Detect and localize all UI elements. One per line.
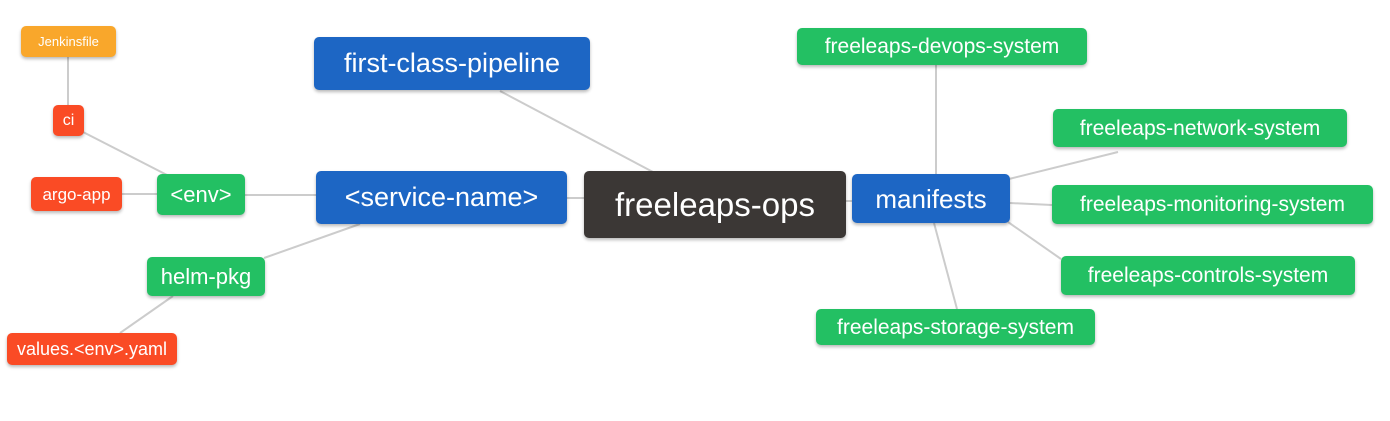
node-freeleaps-devops-system[interactable]: freeleaps-devops-system [797,28,1087,65]
edge-service-name-helm-pkg [263,223,361,259]
edge-manifests-network-system [1008,151,1119,180]
node-manifests[interactable]: manifests [852,174,1010,223]
node-argo-app[interactable]: argo-app [31,177,122,211]
node-jenkinsfile[interactable]: Jenkinsfile [21,26,116,57]
edge-manifests-monitoring-system [1009,202,1053,206]
edge-manifests-storage-system [933,222,958,310]
node-service-name[interactable]: <service-name> [316,171,567,224]
node-freeleaps-network-system[interactable]: freeleaps-network-system [1053,109,1347,147]
node-first-class-pipeline[interactable]: first-class-pipeline [314,37,590,90]
edge-first-class-pipeline-freeleaps-ops [499,90,654,173]
node-values-env-yaml[interactable]: values.<env>.yaml [7,333,177,365]
node-freeleaps-storage-system[interactable]: freeleaps-storage-system [816,309,1095,345]
edge-manifests-controls-system [1007,221,1062,260]
edge-helm-pkg-values-yaml [119,295,174,334]
node-env[interactable]: <env> [157,174,245,215]
node-ci[interactable]: ci [53,105,84,136]
node-helm-pkg[interactable]: helm-pkg [147,257,265,296]
node-freeleaps-controls-system[interactable]: freeleaps-controls-system [1061,256,1355,295]
edge-ci-env [82,131,168,176]
node-freeleaps-ops[interactable]: freeleaps-ops [584,171,846,238]
node-freeleaps-monitoring-system[interactable]: freeleaps-monitoring-system [1052,185,1373,224]
